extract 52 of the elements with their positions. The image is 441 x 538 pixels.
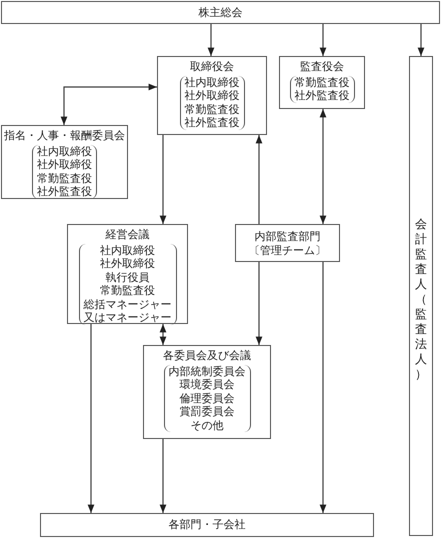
member-label: 賞罰委員会 <box>178 405 236 418</box>
auditor-board-box <box>279 56 365 109</box>
heading: 株主総会 <box>198 6 244 20</box>
member-label: 常勤監査役 <box>37 172 92 185</box>
heading: 各委員会及び会議 <box>162 349 252 362</box>
arrow <box>208 24 214 56</box>
committees-box <box>143 345 271 439</box>
arrow <box>256 135 262 224</box>
heading: 指名・人事・報酬委員会 <box>3 129 126 142</box>
arrow <box>160 439 166 513</box>
board-box <box>157 56 267 135</box>
member-label: 又はマネージャー <box>84 311 172 324</box>
member-label: 内部統制委員会 <box>168 364 246 378</box>
audit-department-box <box>235 224 340 262</box>
member-label: 総括マネージャー <box>84 298 172 311</box>
member-label: 常勤監査役 <box>99 284 156 298</box>
heading: 監査役会 <box>299 60 345 74</box>
arrow <box>160 324 166 345</box>
heading: 経営会議 <box>104 228 150 242</box>
member-label: 環境委員会 <box>178 378 236 392</box>
member-label: 社内取締役 <box>99 244 156 257</box>
departments-box <box>40 513 374 537</box>
arrow <box>160 135 166 224</box>
arrow <box>320 24 326 56</box>
meeting-box <box>1 1 440 24</box>
member-label: 社内取締役 <box>37 144 92 158</box>
arrow <box>60 84 157 125</box>
heading: 内部監査部門 <box>254 230 322 244</box>
member-label: その他 <box>190 418 224 432</box>
member-label: 社外監査役 <box>184 116 240 130</box>
auditor-column-box <box>409 56 433 536</box>
sub-label: 〔管理チーム〕 <box>248 244 327 257</box>
member-label: 社外取締役 <box>37 158 92 172</box>
member-label: 社外取締役 <box>99 257 156 270</box>
member-label: 執行役員 <box>104 270 150 284</box>
vertical-label: 会計監査人（監査法人） <box>415 217 427 382</box>
member-label: 社内取締役 <box>184 76 240 89</box>
member-label: 社外監査役 <box>294 89 350 102</box>
member-label: 社外取締役 <box>184 89 240 102</box>
heading: 各部門・子会社 <box>168 518 246 532</box>
arrow <box>320 262 326 513</box>
management-meeting-box <box>67 224 188 324</box>
committee-box <box>1 125 128 199</box>
arrow <box>418 24 424 56</box>
member-label: 常勤監査役 <box>294 76 350 89</box>
heading: 取締役会 <box>189 60 235 74</box>
member-label: 社外監査役 <box>37 185 92 198</box>
member-label: 倫理委員会 <box>178 392 236 405</box>
arrow <box>88 324 94 513</box>
member-label: 常勤監査役 <box>184 102 240 116</box>
arrow <box>256 262 262 345</box>
arrow <box>320 109 326 224</box>
